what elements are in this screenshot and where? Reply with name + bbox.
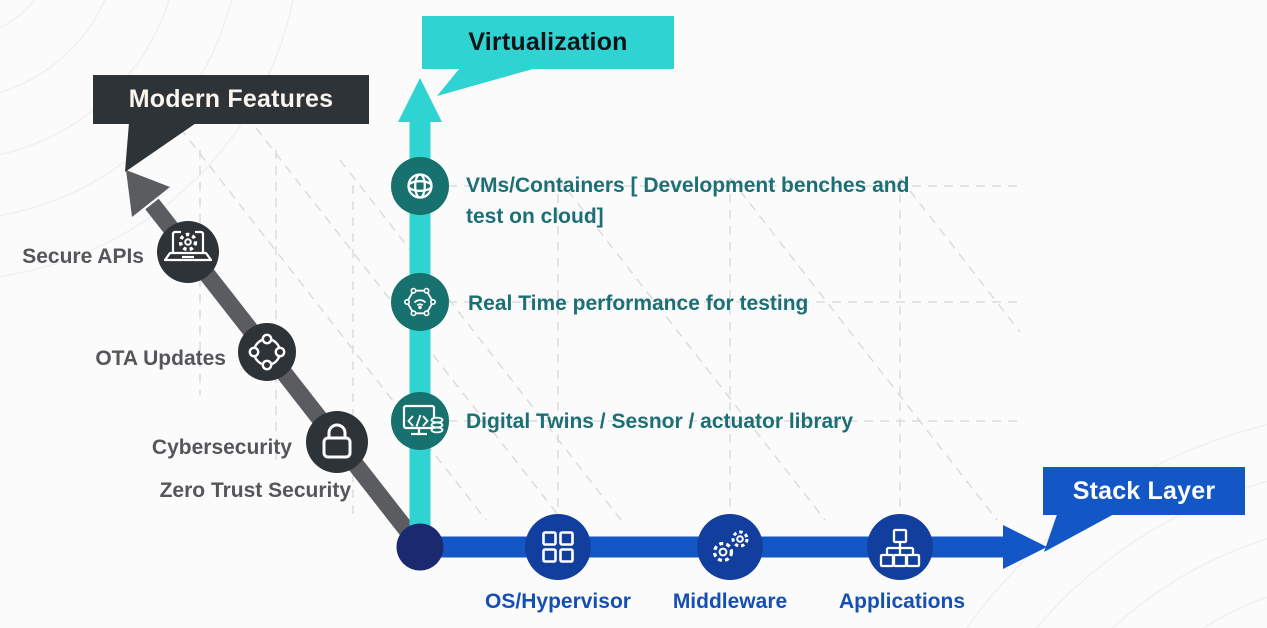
modern-features-arrowhead: [126, 170, 170, 217]
origin-node: [396, 523, 444, 571]
monitor-code-icon: [402, 404, 444, 436]
zero-trust-security-label: Zero Trust Security: [159, 479, 351, 502]
laptop-gear-icon: [163, 230, 213, 262]
applications-node: [867, 514, 933, 580]
secure-apis-node: [157, 221, 219, 283]
virtualization-callout: Virtualization: [422, 16, 674, 69]
padlock-icon: [322, 423, 352, 459]
sync-nodes-icon: [248, 333, 286, 371]
vms-containers-node: [391, 157, 449, 215]
ota-updates-node: [238, 323, 296, 381]
middleware-node: [697, 514, 763, 580]
os-hypervisor-label: OS/Hypervisor: [485, 590, 631, 613]
globe-icon: [407, 173, 433, 199]
modern-features-callout-tail: [125, 110, 215, 172]
applications-label: Applications: [838, 590, 965, 613]
modern-features-callout-label: Modern Features: [128, 85, 334, 113]
real-time-label: Real Time performance for testing: [468, 292, 809, 315]
ota-updates-label: OTA Updates: [95, 347, 226, 370]
vms-containers-label: VMs/Containers [ Development benches and…: [466, 174, 910, 228]
gears-icon: [712, 530, 749, 563]
secure-apis-label: Secure APIs: [22, 245, 144, 268]
digital-twins-label: Digital Twins / Sesnor / actuator librar…: [466, 410, 854, 433]
real-time-node: [391, 273, 449, 331]
hierarchy-icon: [879, 528, 921, 568]
cybersecurity-label: Cybersecurity: [151, 436, 292, 459]
realtime-network-icon: [403, 287, 436, 317]
virtualization-callout-label: Virtualization: [468, 28, 628, 56]
digital-twins-node: [391, 392, 449, 450]
grid-squares-icon: [542, 531, 574, 563]
modern-features-callout: Modern Features: [93, 75, 369, 124]
stack-layer-callout-label: Stack Layer: [1072, 476, 1216, 505]
stack-layer-callout: Stack Layer: [1043, 467, 1245, 515]
os-hypervisor-node: [525, 514, 591, 580]
stack-arrowhead: [1003, 525, 1047, 569]
coin-stack: [430, 416, 444, 434]
virtualization-arrowhead: [398, 78, 442, 122]
middleware-label: Middleware: [672, 590, 788, 613]
cybersecurity-node: [306, 411, 368, 473]
